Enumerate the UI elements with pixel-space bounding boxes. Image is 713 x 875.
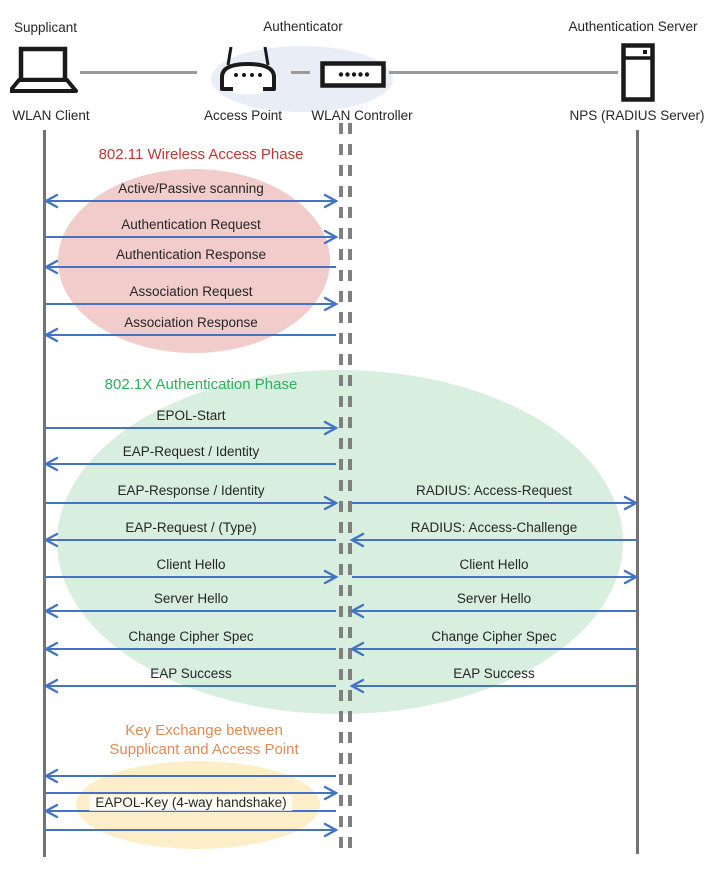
message-label: Server Hello [153,591,229,606]
message-arrow [46,420,339,436]
phase-title-key-exchange-line2: Supplicant and Access Point [109,741,299,758]
role-supplicant: Supplicant [14,20,78,35]
message-arrow [349,678,636,694]
message-label: RADIUS: Access-Request [415,483,573,498]
message-arrow [43,193,339,209]
message-arrow [46,229,339,245]
message-arrow [46,785,339,801]
message-label: Authentication Response [115,247,267,262]
phase-title-80211-wireless-access: 802.11 Wireless Access Phase [98,146,304,163]
message-arrow [349,641,636,657]
message-label: EAP-Request / Identity [122,444,260,459]
message-arrow [352,569,639,585]
connector-ap-wlc [291,71,310,74]
message-arrow [349,532,636,548]
message-arrow [43,603,336,619]
message-arrow [46,569,339,585]
message-label: Client Hello [459,557,529,572]
laptop-icon [10,46,78,93]
message-label: EAP Success [150,666,232,681]
message-label: EAPOL-Key (4-way handshake) [89,795,293,811]
device-wlan-controller: WLAN Controller [311,108,413,123]
message-label: Active/Passive scanning [118,181,264,196]
message-arrow [43,327,336,343]
server-icon [621,43,655,102]
message-label: Association Response [124,315,258,330]
message-label: Association Request [129,284,253,299]
message-label: EAP-Request / (Type) [125,520,257,535]
message-label: Authentication Request [121,217,261,232]
access-point-icon [220,46,276,94]
message-label: Change Cipher Spec [431,629,557,644]
device-wlan-client: WLAN Client [12,108,90,123]
lifeline-nps-server [636,130,639,854]
phase-title-key-exchange-line1: Key Exchange between [125,722,283,739]
message-label: EAP Success [453,666,535,681]
device-nps-radius-server: NPS (RADIUS Server) [569,108,705,123]
wireless-access-phase-ellipse [58,169,330,353]
wlan-controller-icon [320,61,386,88]
message-arrow [46,296,339,312]
message-label: Client Hello [156,557,226,572]
message-label: EAP-Response / Identity [117,483,265,498]
message-arrow [43,678,336,694]
message-arrow [43,532,336,548]
role-authentication-server: Authentication Server [568,19,698,34]
role-authenticator: Authenticator [263,19,343,34]
message-arrow [43,456,336,472]
lifeline-wlan-client [43,130,46,857]
message-arrow [349,603,636,619]
message-arrow [46,495,339,511]
message-label: EPOL-Start [156,408,226,423]
message-arrow [46,822,339,838]
message-arrow [43,768,336,784]
message-arrow [43,259,336,275]
lifeline-wlan-controller-left [339,123,343,857]
message-arrow [352,495,639,511]
message-label: Server Hello [456,591,532,606]
phase-title-8021x-authentication: 802.1X Authentication Phase [104,376,298,393]
connector-client-ap [80,71,197,74]
message-label: Change Cipher Spec [128,629,254,644]
message-arrow [43,803,336,819]
device-access-point: Access Point [203,108,283,123]
connector-wlc-server [389,71,618,74]
message-arrow [43,641,336,657]
message-label: RADIUS: Access-Challenge [410,520,578,535]
lifeline-wlan-controller-right [348,123,352,857]
